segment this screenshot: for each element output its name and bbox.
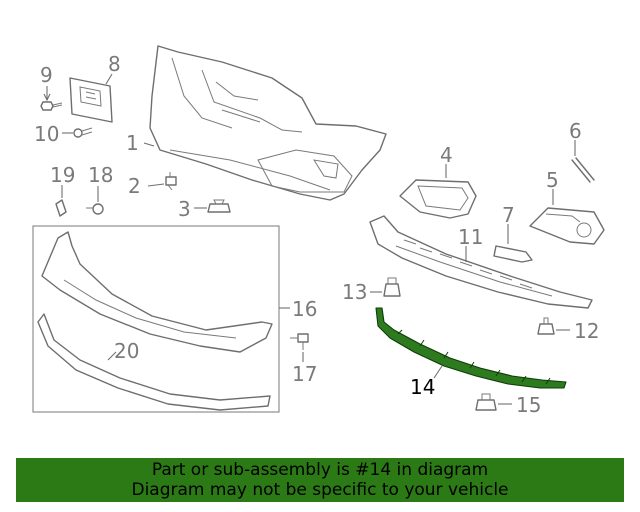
callout-7: 7 [502,203,515,227]
screw-9 [40,101,63,111]
front-lip-spoiler [375,307,567,389]
leader-20 [107,351,117,361]
callout-5: 5 [546,168,559,192]
callout-9: 9 [40,63,53,87]
leader-8 [105,73,113,85]
callout-20: 20 [114,339,139,363]
lower-spoiler-assembly [41,231,273,353]
pad-19 [55,199,67,217]
callout-6: 6 [569,119,582,143]
reflector-7 [493,245,533,263]
notice-line-2: Diagram may not be specific to your vehi… [131,480,509,500]
callout-16: 16 [292,297,317,321]
callout-15: 15 [516,393,541,417]
callout-12: 12 [574,319,599,343]
callout-17: 17 [292,362,317,386]
retainer-6 [571,157,595,183]
notice-line-1: Part or sub-assembly is #14 in diagram [151,460,489,480]
callout-18: 18 [88,163,113,187]
fog-light-housing [529,207,605,245]
screw-12 [537,317,555,335]
diagram-notice-banner: Part or sub-assembly is #14 in diagram D… [16,458,624,502]
leader-1 [143,142,155,147]
callout-10: 10 [34,122,59,146]
lower-grille [369,215,593,309]
fog-light-garnish [399,179,477,219]
screw-17 [290,333,309,350]
arrow-9 [43,93,51,102]
callout-4: 4 [440,143,453,167]
front-bumper-face [149,45,387,201]
callout-14: 14 [410,375,435,399]
callout-8: 8 [108,52,121,76]
clip-15 [475,393,497,411]
clip-10 [73,127,93,138]
inset-box [32,225,280,413]
callout-3: 3 [178,197,191,221]
screw-2 [165,172,177,191]
callout-11: 11 [458,225,483,249]
clip-18 [86,203,104,215]
clip-3 [207,199,231,213]
callout-13: 13 [342,280,367,304]
license-plate-bracket [69,77,113,123]
callout-1: 1 [126,131,139,155]
callout-2: 2 [128,174,141,198]
parts-diagram: 1 2 3 4 5 6 7 8 9 10 11 12 13 14 15 16 1… [32,45,605,417]
spoiler-strip-20 [37,313,271,411]
nut-13 [383,277,401,297]
callout-19: 19 [50,163,75,187]
leader-14 [433,365,443,379]
leader-2 [147,183,165,187]
